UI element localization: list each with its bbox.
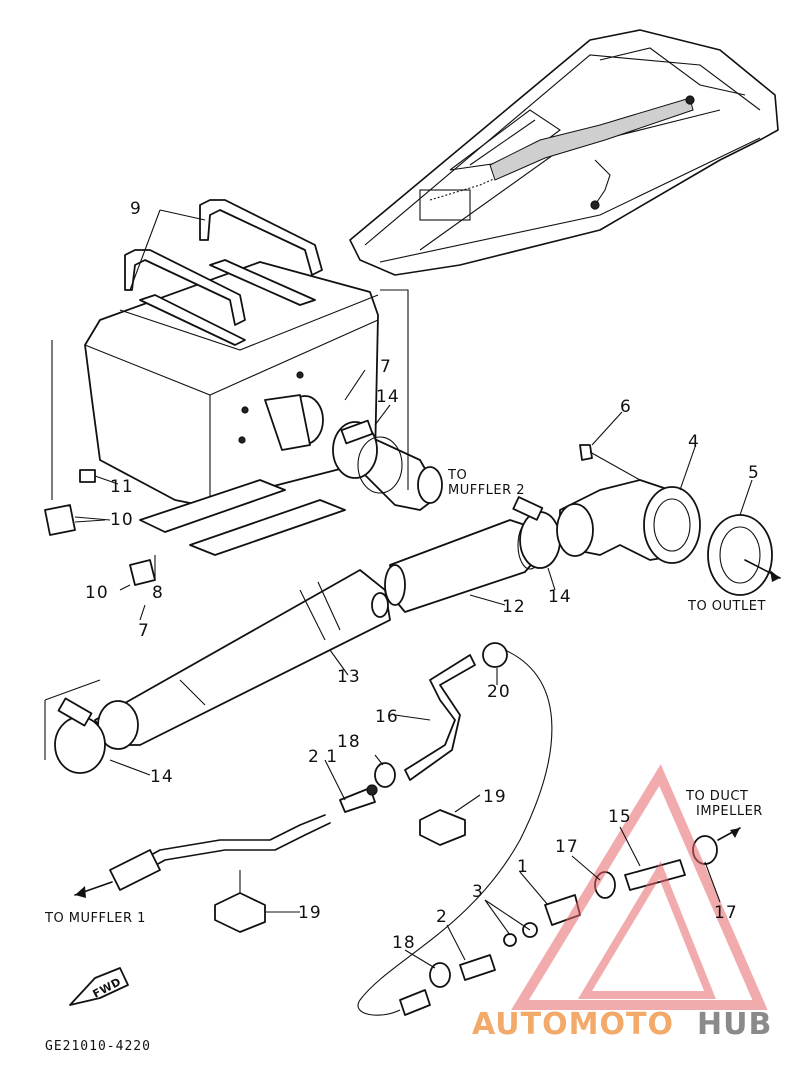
caption-to-muffler2-l1: TO (447, 468, 467, 483)
watermark-triangle-inner (577, 861, 716, 999)
holder-19-low (214, 870, 266, 933)
outlet-elbow (556, 444, 701, 564)
label-part-18-upper: 18 (337, 732, 361, 752)
clamp-18-upper (374, 754, 396, 788)
label-part-12: 12 (502, 597, 526, 617)
label-part-10-upper: 10 (110, 510, 134, 530)
part-code: GE21010-4220 (45, 1039, 151, 1054)
label-part-14-right: 14 (548, 587, 572, 607)
fasteners-left (44, 469, 156, 586)
label-part-11: 11 (110, 477, 134, 497)
label-part-3: 3 (472, 882, 484, 902)
label-part-19-low: 19 (298, 903, 322, 923)
label-part-7: 7 (380, 357, 392, 377)
caption-to-outlet: TO OUTLET (687, 599, 766, 614)
fitting-21 (339, 784, 378, 813)
label-part-18-lower: 18 (392, 933, 416, 953)
label-part-10-lower: 10 (85, 583, 109, 603)
watermark-triangle (511, 764, 768, 1010)
caption-to-muffler1: TO MUFFLER 1 (44, 911, 146, 926)
label-part-14-lower: 14 (150, 767, 174, 787)
exhaust-hose-13 (44, 569, 391, 760)
label-part-5: 5 (748, 463, 760, 483)
fwd-arrow (69, 967, 129, 1006)
hose-clamp-upper (332, 419, 403, 494)
watercraft-hull (349, 29, 779, 276)
caption-to-duct-l1: TO DUCT (685, 789, 748, 804)
captions: TO MUFFLER 2 TO OUTLET TO MUFFLER 1 TO D… (44, 468, 766, 1054)
label-part-7-lower: 7 (138, 621, 150, 641)
label-part-17-right: 17 (714, 903, 738, 923)
hose-16 (404, 654, 476, 781)
exhaust-hose-12 (384, 519, 543, 613)
outlet-gasket (707, 514, 781, 596)
watermark: AUTOMOTO HUB (472, 1007, 772, 1042)
hose-to-muffler1 (74, 814, 331, 898)
label-part-1: 1 (517, 857, 529, 877)
watermark-text-a: AUTOMOTO (472, 1007, 674, 1042)
label-part-21: 2 1 (308, 747, 338, 767)
label-part-4: 4 (688, 432, 700, 452)
hose-clamp-lower (54, 697, 106, 774)
label-part-13: 13 (337, 667, 361, 687)
holder-19-mid (419, 809, 466, 846)
label-part-17-left: 17 (555, 837, 579, 857)
label-part-14-top: 14 (376, 387, 400, 407)
watermark-text-b: HUB (697, 1007, 772, 1042)
caption-to-duct-l2: IMPELLER (696, 804, 763, 819)
label-part-2: 2 (436, 907, 448, 927)
label-part-15: 15 (608, 807, 632, 827)
leader-lines (74, 209, 753, 969)
rubber-mats (139, 479, 346, 580)
label-part-6: 6 (620, 397, 632, 417)
label-part-9: 9 (130, 199, 142, 219)
label-part-16: 16 (375, 707, 399, 727)
label-part-20: 20 (487, 682, 511, 702)
long-water-hose (357, 649, 553, 1016)
fitting-20 (482, 642, 508, 668)
hose-clamp-right (512, 496, 561, 569)
water-lock-box (51, 199, 443, 511)
label-part-19-mid: 19 (483, 787, 507, 807)
label-part-8: 8 (152, 583, 164, 603)
part-labels: 9 7 14 11 10 10 8 7 6 4 5 14 12 13 14 20… (85, 199, 760, 953)
caption-to-muffler2-l2: MUFFLER 2 (448, 483, 525, 498)
